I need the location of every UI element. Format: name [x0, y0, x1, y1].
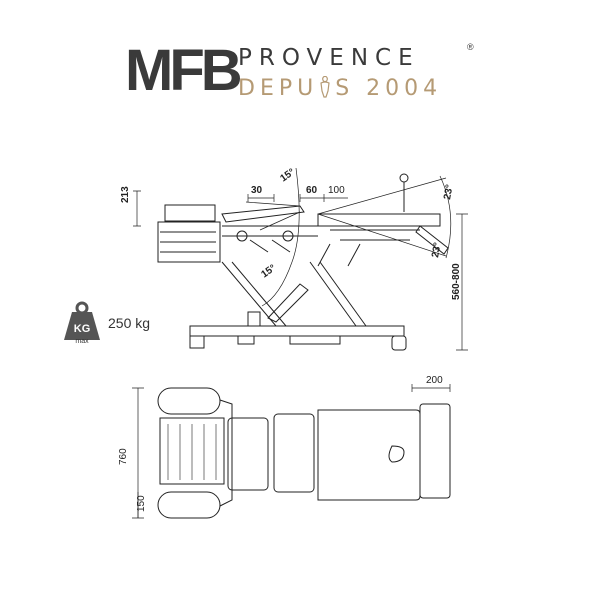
angle-line-15-bottom [259, 211, 301, 231]
logo-tagline: DEPU S 2004 [238, 75, 443, 101]
middle-struts [249, 239, 291, 253]
base-foot-right [391, 335, 407, 351]
label-23-top: 23° [442, 184, 455, 201]
label-15-top: 15° [278, 167, 297, 185]
dim-line-560-800 [456, 213, 468, 351]
angle-line-23-top [317, 177, 447, 215]
label-15-bottom: 15° [259, 263, 278, 281]
kg-label: KG [74, 323, 91, 335]
thoracic-section [221, 205, 305, 223]
brand-logo: MFB PROVENCE ® DEPU S 2004 [125, 40, 475, 102]
lift-motor [247, 311, 261, 327]
logo-registered-mark: ® [467, 42, 474, 52]
label-213: 213 [120, 186, 131, 203]
angle-line-15-top [245, 201, 301, 207]
tagline-left: DEPU [238, 76, 319, 101]
side-view [133, 167, 468, 351]
weight-icon-text: KG max [74, 323, 91, 344]
headrest-cushion [164, 204, 216, 222]
pivot-1 [236, 230, 248, 242]
base-frame [189, 325, 405, 337]
label-560-800: 560-800 [451, 263, 462, 300]
head-detail [167, 424, 217, 480]
cutout [388, 445, 405, 463]
lift-arm-right [309, 261, 367, 327]
leg-section [415, 225, 449, 255]
angle-line-23-bottom [317, 213, 447, 257]
base-motor [289, 335, 341, 345]
armrest-bottom [157, 491, 221, 519]
max-label: max [75, 338, 89, 344]
dim-line-30 [247, 194, 275, 202]
armrest-top [157, 387, 221, 415]
headrest-detail [160, 231, 216, 253]
tagline-right: S 2004 [335, 76, 443, 101]
label-60: 60 [306, 185, 318, 196]
lift-arm-left [221, 261, 287, 327]
head-mechanism [159, 417, 225, 485]
label-200: 200 [426, 375, 443, 386]
lumbar-frame [330, 229, 420, 241]
dim-line-200 [411, 384, 451, 392]
label-760: 760 [118, 448, 129, 465]
max-weight: KG max 250 kg [60, 300, 170, 350]
top-view [132, 384, 451, 519]
pivot-2 [282, 230, 294, 242]
headrest-mechanism [157, 221, 221, 263]
lift-actuator [267, 283, 309, 323]
thoracic-cushion [273, 413, 315, 493]
label-23-bottom: 23° [430, 242, 443, 259]
lumbar-section [317, 213, 441, 227]
logo-provence: PROVENCE [238, 45, 420, 71]
label-100: 100 [328, 185, 345, 196]
dim-line-213 [133, 190, 141, 227]
lever-knob [399, 173, 409, 183]
face-cushion [227, 417, 269, 491]
armrest-frame [219, 399, 233, 507]
arc-23 [439, 175, 452, 259]
main-cushion [317, 409, 421, 501]
leg-cushion [419, 403, 451, 499]
base-foot-left [189, 335, 205, 349]
logo-mfb: MFB [125, 38, 243, 103]
figure-icon [320, 75, 330, 98]
middle-frame [222, 225, 318, 237]
lumbar-struts [317, 243, 361, 267]
base-block [237, 335, 255, 345]
arc-15 [261, 167, 300, 307]
weight-value: 250 kg [108, 315, 151, 331]
label-30: 30 [251, 185, 263, 196]
weight-icon [64, 301, 100, 340]
label-150: 150 [136, 495, 147, 512]
